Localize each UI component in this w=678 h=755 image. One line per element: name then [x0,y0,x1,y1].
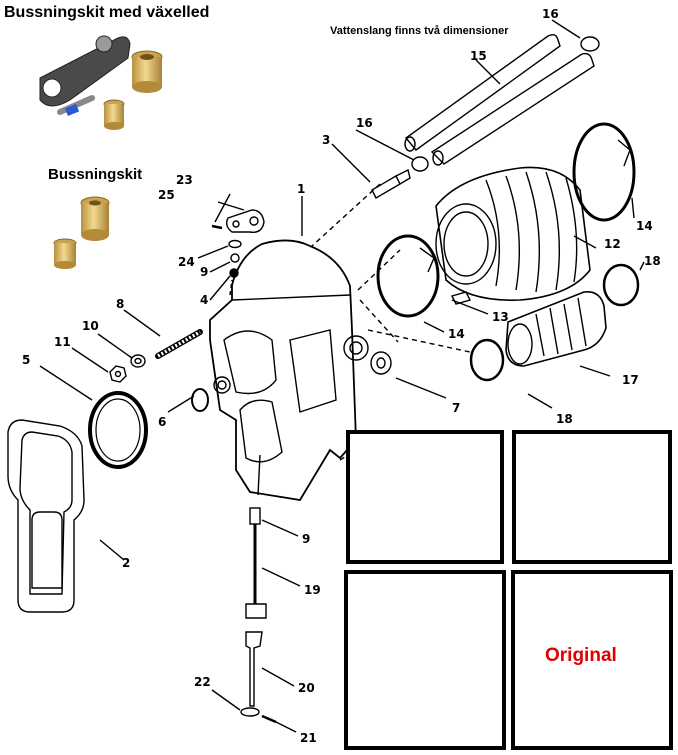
callout-14b: 14 [448,327,465,341]
callout-6: 6 [158,415,167,429]
callout-8: 8 [116,297,125,311]
callout-11: 11 [54,335,71,349]
callout-14a: 14 [636,219,653,233]
exhaust-bellows [435,166,591,301]
linkage-kit-heading: Bussningskit med växelled [4,4,210,21]
callout-24: 24 [178,255,195,269]
original-badge: Original [539,643,623,669]
callout-20: 20 [298,681,315,695]
callout-7: 7 [452,401,461,415]
photo-frame-large-bellows [344,570,506,750]
callout-16b: 16 [356,116,373,130]
callout-12: 12 [604,237,621,251]
photo-frame-bellows-kit [512,430,672,564]
callout-15: 15 [470,49,487,63]
callout-9a: 9 [200,265,209,279]
photo-frame-sleeve [346,430,504,564]
bushing-kit-heading: Bussningskit [48,166,143,183]
callout-3: 3 [322,133,331,147]
callout-2: 2 [122,556,131,570]
callout-17: 17 [622,373,639,387]
linkage-kit-photo [39,35,163,130]
callout-4: 4 [200,293,209,307]
callout-23: 23 [176,173,193,187]
bushing-kit-photo [53,196,110,269]
callout-1: 1 [297,182,306,196]
callout-16a: 16 [542,7,559,21]
water-hose [404,33,561,151]
callout-22: 22 [194,675,211,689]
callout-13: 13 [492,310,509,324]
callout-9b: 9 [302,532,311,546]
callout-10: 10 [82,319,99,333]
callout-19: 19 [304,583,321,597]
water-hose-heading: Vattenslang finns två dimensioner [330,25,509,37]
callout-18b: 18 [556,412,573,426]
gasket-outline [7,419,85,613]
callout-21: 21 [300,731,317,745]
callout-25: 25 [158,188,175,202]
callout-5: 5 [22,353,31,367]
callout-18a: 18 [644,254,661,268]
main-housing [209,239,357,501]
